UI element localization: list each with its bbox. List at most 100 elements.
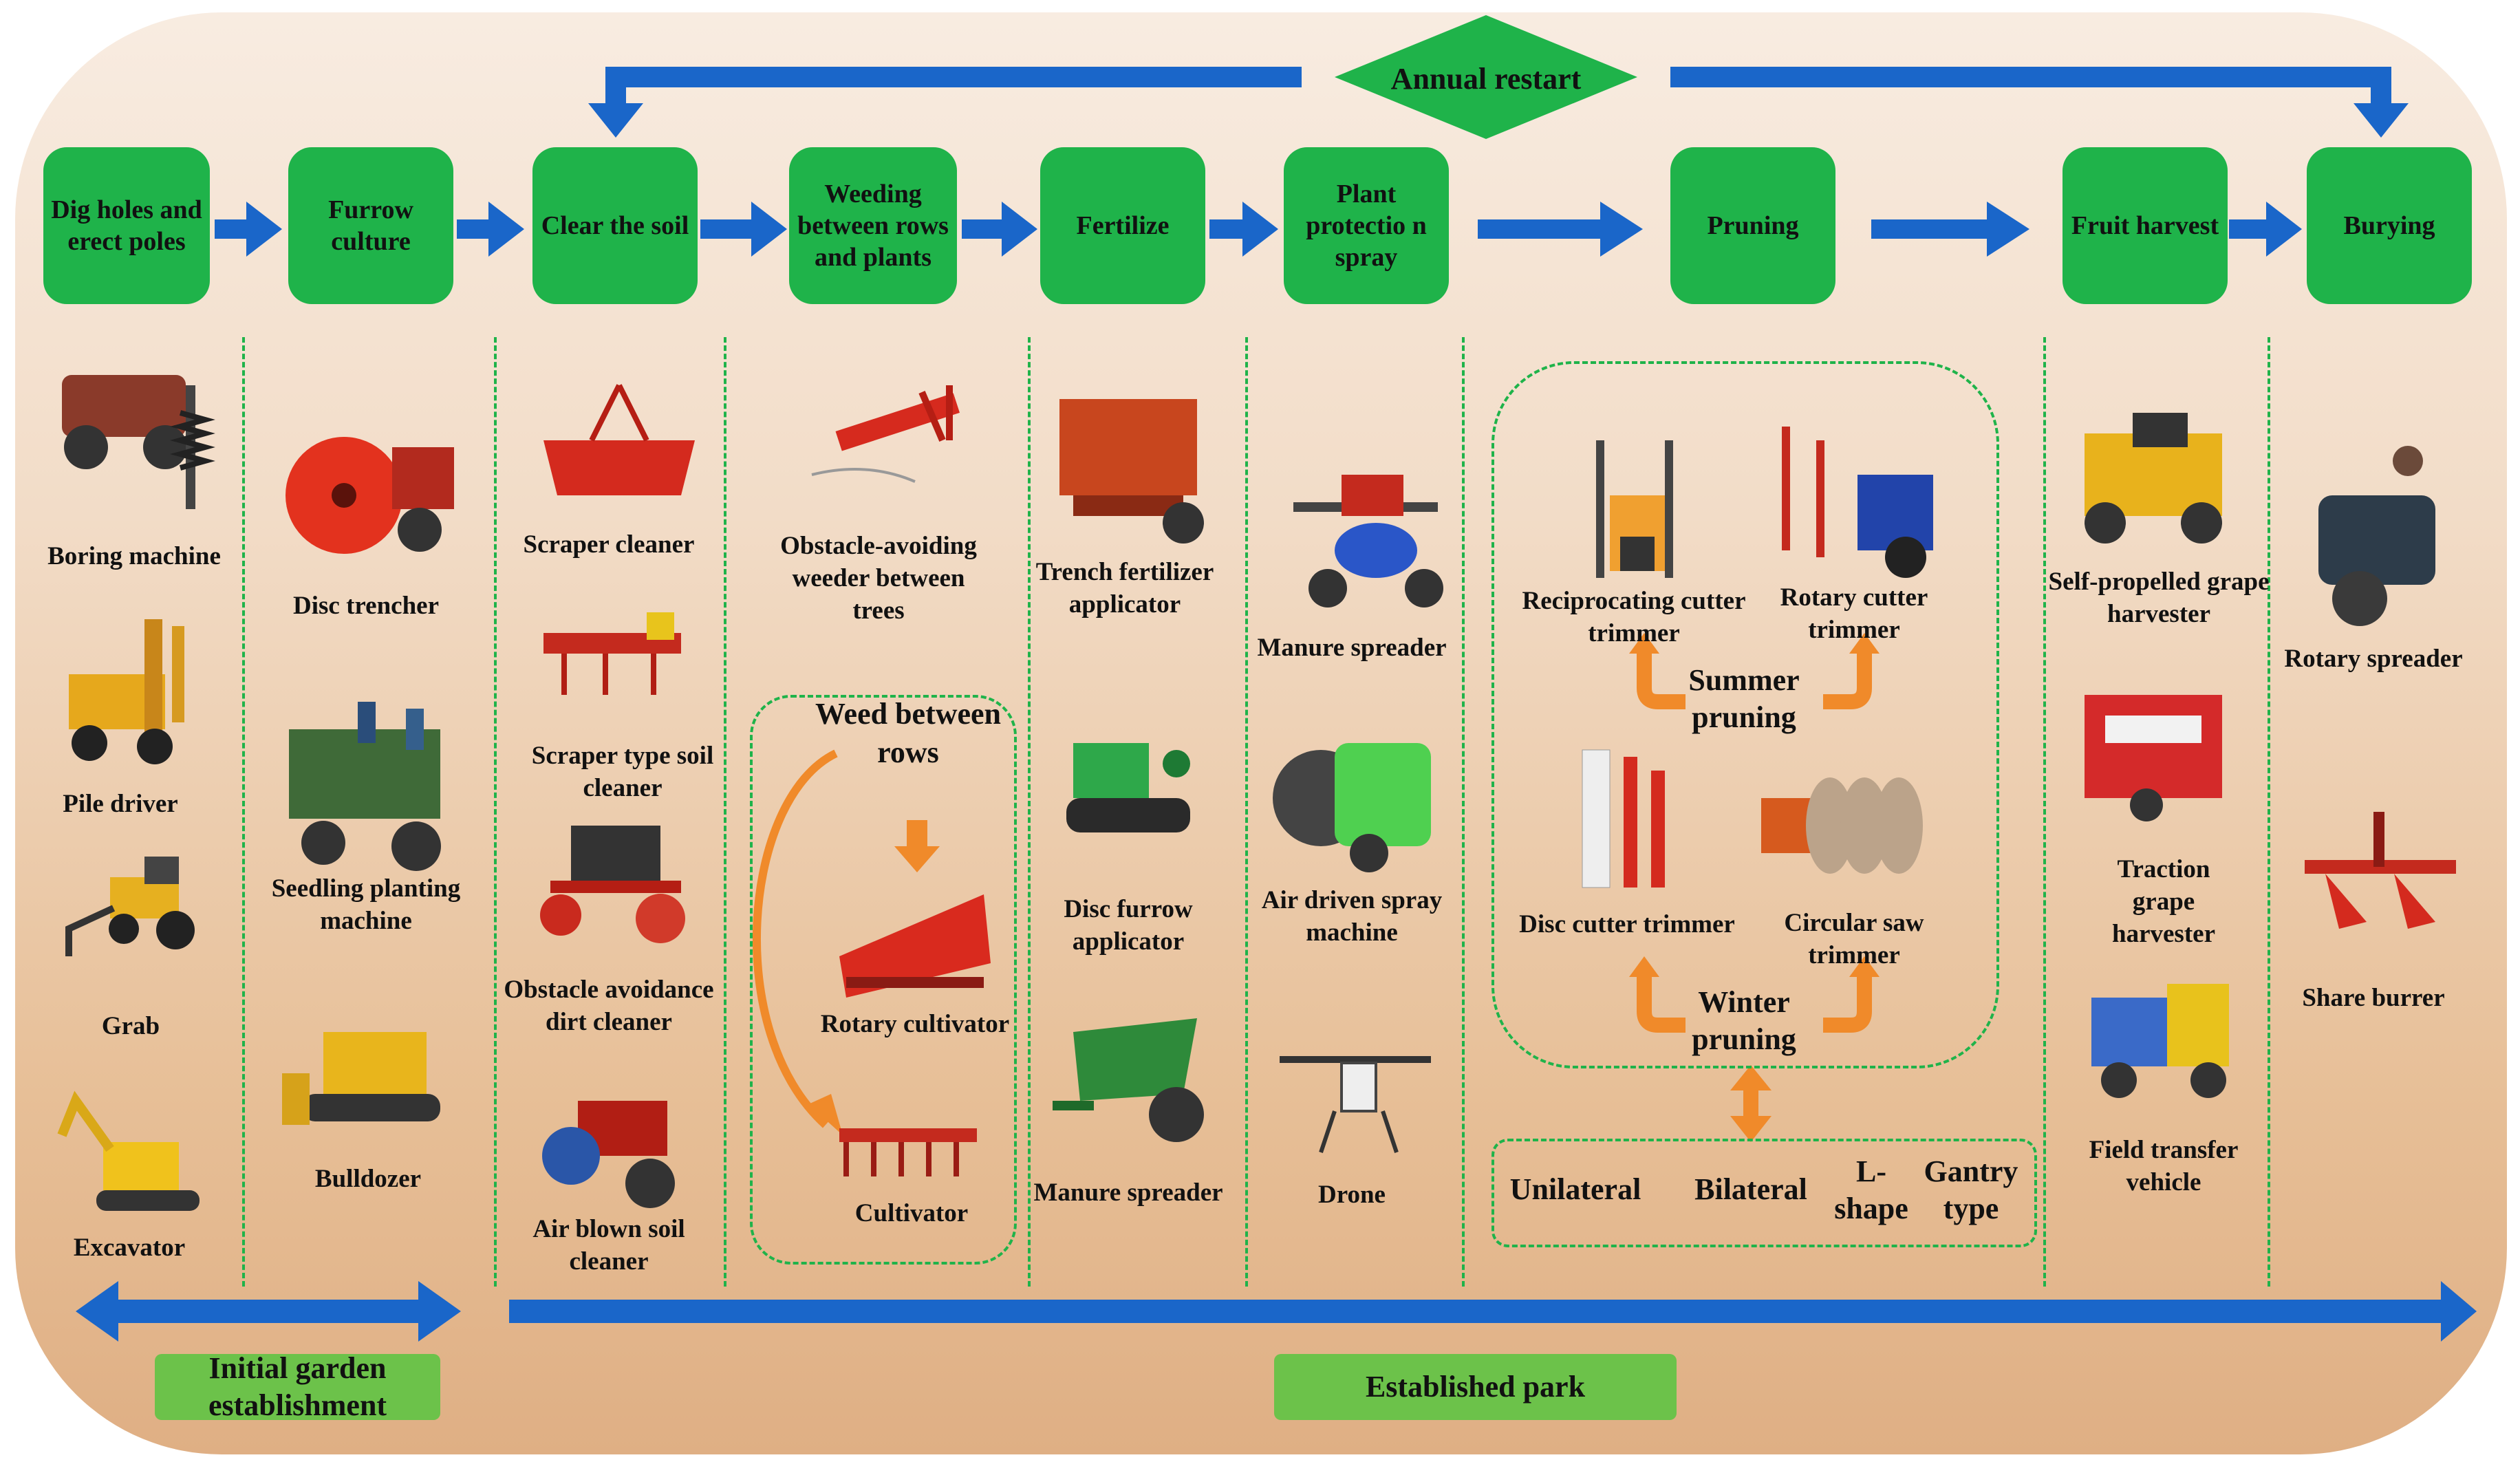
obstacle-avoidance-dirt-cleaner-image	[540, 826, 685, 943]
pruning-type-l-shape: L- shape	[1834, 1154, 1908, 1225]
column-separator	[724, 337, 726, 1287]
machine-label: Disc furrow applicator	[1064, 895, 1193, 956]
rotary-cultivator-image	[839, 894, 991, 998]
stage-weeding: Weeding between rows and plants	[789, 147, 957, 304]
phase-initial-garden-establishment: Initial garden establishment	[155, 1351, 440, 1422]
traction-grape-harvester-image	[2085, 695, 2222, 821]
stage-fruit-harvest: Fruit harvest	[2063, 147, 2228, 304]
seedling-planting-machine-image	[289, 702, 441, 871]
air-driven-spray-machine-image	[1273, 743, 1431, 872]
stage-pruning: Pruning	[1670, 147, 1835, 304]
machine-label: Seedling planting machine	[271, 874, 461, 935]
manure-spreader-fert-image	[1053, 1018, 1204, 1142]
machine-label: Circular saw trimmer	[1784, 909, 1924, 969]
pruning-type-gantry: Gantry type	[1924, 1154, 2018, 1225]
pile-driver-image	[69, 619, 184, 764]
circular-saw-trimmer-image	[1761, 777, 1923, 874]
machine-label: Traction grape harvester	[2112, 855, 2215, 948]
machine-label: Disc trencher	[293, 592, 439, 620]
bulldozer-image	[282, 1032, 440, 1125]
stage-dig-holes: Dig holes and erect poles	[43, 147, 210, 304]
machine-label: Air driven spray machine	[1261, 886, 1443, 947]
annual-restart-diamond	[1335, 15, 1637, 139]
summer-pruning-label: Summer pruning	[1688, 663, 1800, 734]
flow-arrow	[962, 202, 1037, 257]
column-separator	[242, 337, 245, 1287]
disc-trencher-image	[286, 437, 454, 554]
scraper-cleaner-image	[543, 384, 695, 495]
stage-burying: Burying	[2307, 147, 2472, 304]
stage-furrow-culture: Furrow culture	[288, 147, 453, 304]
machine-label: Obstacle-avoiding weeder between trees	[780, 532, 977, 625]
flow-arrow	[1871, 202, 2029, 257]
machine-label: Scraper type soil cleaner	[531, 742, 714, 802]
excavator-image	[57, 1090, 200, 1211]
manure-spreader-spray-image	[1293, 475, 1443, 608]
machine-label: Rotary cultivator	[820, 1010, 1010, 1038]
obstacle-avoiding-weeder-image	[811, 385, 960, 483]
machine-label: Trench fertilizer applicator	[1035, 558, 1214, 619]
rotary-cutter-trimmer-image	[1782, 427, 1933, 578]
column-separator	[1462, 337, 1465, 1287]
machine-label: Air blown soil cleaner	[532, 1215, 685, 1276]
machine-label: Share burrer	[2302, 984, 2445, 1012]
share-burrer-image	[2305, 812, 2456, 929]
scraper-type-soil-cleaner-image	[543, 612, 681, 695]
stage-clear-soil: Clear the soil	[532, 147, 698, 304]
drone-image	[1280, 1056, 1431, 1153]
machine-label: Manure spreader	[1257, 634, 1447, 662]
annual-restart-label: Annual restart	[1390, 62, 1582, 96]
disc-cutter-trimmer-image	[1582, 749, 1665, 888]
flow-arrow	[1209, 202, 1278, 257]
flow-arrow	[1478, 202, 1643, 257]
machine-label: Reciprocating cutter trimmer	[1522, 587, 1746, 647]
machine-label: Bulldozer	[314, 1165, 422, 1193]
flow-arrows	[215, 202, 2302, 257]
machine-label: Self-propelled grape harvester	[2048, 568, 2270, 628]
weed-orange-arrows	[753, 749, 940, 1135]
cultivator-image	[839, 1128, 977, 1176]
machine-label: Field transfer vehicle	[2089, 1136, 2239, 1196]
flow-arrow	[2229, 202, 2302, 257]
grab-image	[65, 857, 195, 956]
phase-established-park: Established park	[1274, 1354, 1677, 1420]
restart-loop-arrows	[588, 67, 2409, 138]
machine-label: Rotary cutter trimmer	[1780, 583, 1928, 644]
winter-pruning-label: Winter pruning	[1692, 985, 1796, 1056]
column-separator	[1245, 337, 1248, 1287]
flow-arrow	[700, 202, 787, 257]
flow-arrow	[457, 202, 524, 257]
machine-label: Boring machine	[47, 542, 221, 570]
column-separator	[494, 337, 497, 1287]
self-propelled-grape-harvester-image	[2085, 413, 2222, 544]
stage-fertilize: Fertilize	[1040, 147, 1205, 304]
field-transfer-vehicle-image	[2091, 984, 2229, 1098]
machine-label: Cultivator	[854, 1199, 969, 1227]
machine-label: Disc cutter trimmer	[1519, 910, 1735, 938]
weed-between-rows-label: Weed between rows	[815, 697, 1002, 769]
column-separator	[2268, 337, 2270, 1287]
phase-arrows	[76, 1281, 2477, 1342]
machine-label: Grab	[101, 1012, 160, 1040]
machine-label: Drone	[1318, 1181, 1386, 1209]
pruning-type-unilateral: Unilateral	[1509, 1172, 1641, 1206]
pruning-orange-arrows	[1629, 633, 1880, 1142]
machine-label: Excavator	[73, 1234, 186, 1262]
boring-machine-image	[62, 375, 215, 509]
pruning-types-box	[1491, 1139, 2037, 1247]
air-blown-soil-cleaner-image	[542, 1101, 675, 1208]
trench-fertilizer-applicator-image	[1059, 399, 1204, 544]
machine-label: Scraper cleaner	[523, 530, 695, 559]
machine-label: Rotary spreader	[2284, 645, 2463, 673]
pruning-group-box	[1491, 361, 1999, 1068]
reciprocating-cutter-trimmer-image	[1596, 440, 1673, 578]
machine-label: Manure spreader	[1033, 1179, 1223, 1207]
disc-furrow-applicator-image	[1066, 743, 1190, 832]
machine-label: Obstacle avoidance dirt cleaner	[504, 976, 714, 1036]
machine-label: Pile driver	[63, 790, 178, 818]
flow-arrow	[215, 202, 282, 257]
pruning-type-bilateral: Bilateral	[1694, 1172, 1807, 1206]
stage-plant-protection-spray: Plant protectio n spray	[1284, 147, 1449, 304]
weeding-group-box	[750, 695, 1017, 1265]
